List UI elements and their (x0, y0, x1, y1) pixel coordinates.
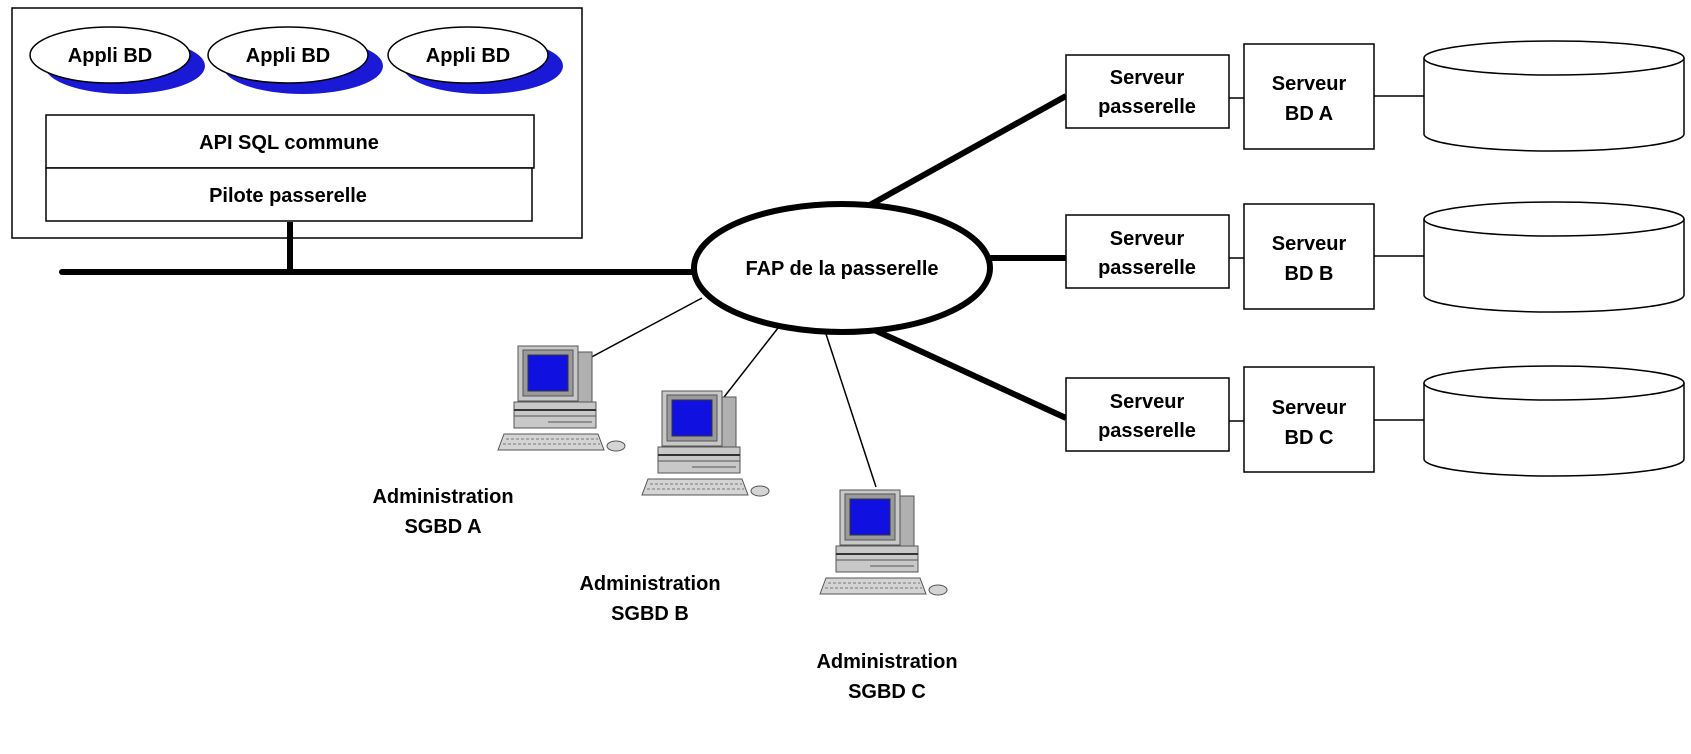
app-label-2: Appli BD (246, 45, 330, 67)
db-server-box-c (1243, 366, 1375, 473)
link-gateway-a (866, 93, 1068, 209)
app-label-3: Appli BD (426, 45, 510, 67)
app-ellipse-3: Appli BD (387, 26, 563, 94)
db-server-b-line2: BD B (1285, 263, 1334, 285)
db-server-c-line2: BD C (1285, 427, 1334, 449)
gateway-server-a-line1: Serveur (1110, 67, 1185, 89)
db-server-a-line2: BD A (1285, 103, 1333, 125)
computer-icon-admin-c (819, 489, 948, 596)
link-admin-c (825, 333, 877, 488)
link-gateway-c (868, 325, 1068, 421)
gateway-server-box-a (1065, 54, 1230, 129)
app-ellipse-1: Appli BD (29, 26, 205, 94)
admin-a-line1: Administration (372, 486, 513, 508)
gateway-server-box-c (1065, 377, 1230, 452)
link-admin-a (585, 297, 703, 361)
gateway-server-box-b (1065, 214, 1230, 289)
db-server-a-line1: Serveur (1272, 73, 1347, 95)
db-server-box-b (1243, 203, 1375, 310)
database-cylinder-c (1423, 365, 1685, 477)
db-server-b-line1: Serveur (1272, 233, 1347, 255)
api-layer-box (45, 114, 535, 169)
admin-c-line2: SGBD C (848, 681, 926, 703)
gateway-server-c-line2: passerelle (1098, 420, 1196, 442)
db-server-c-line1: Serveur (1272, 397, 1347, 419)
admin-a-line2: SGBD A (404, 516, 481, 538)
database-cylinder-a (1423, 40, 1685, 152)
admin-b-line2: SGBD B (611, 603, 689, 625)
gateway-server-b-line1: Serveur (1110, 228, 1185, 250)
admin-c-line1: Administration (816, 651, 957, 673)
database-cylinder-b (1423, 201, 1685, 313)
app-label-1: Appli BD (68, 45, 152, 67)
computer-icon-admin-a (497, 345, 626, 452)
app-ellipse-2: Appli BD (207, 26, 383, 94)
db-server-box-a (1243, 43, 1375, 150)
computer-icon-admin-b (641, 390, 770, 497)
gateway-hub-label: FAP de la passerelle (745, 258, 938, 280)
admin-b-line1: Administration (579, 573, 720, 595)
gateway-server-b-line2: passerelle (1098, 257, 1196, 279)
gateway-server-a-line2: passerelle (1098, 96, 1196, 118)
api-layer-label: API SQL commune (199, 132, 379, 154)
driver-layer-label: Pilote passerelle (209, 185, 367, 207)
gateway-hub (691, 201, 993, 335)
gateway-server-c-line1: Serveur (1110, 391, 1185, 413)
driver-layer-box (45, 167, 533, 222)
